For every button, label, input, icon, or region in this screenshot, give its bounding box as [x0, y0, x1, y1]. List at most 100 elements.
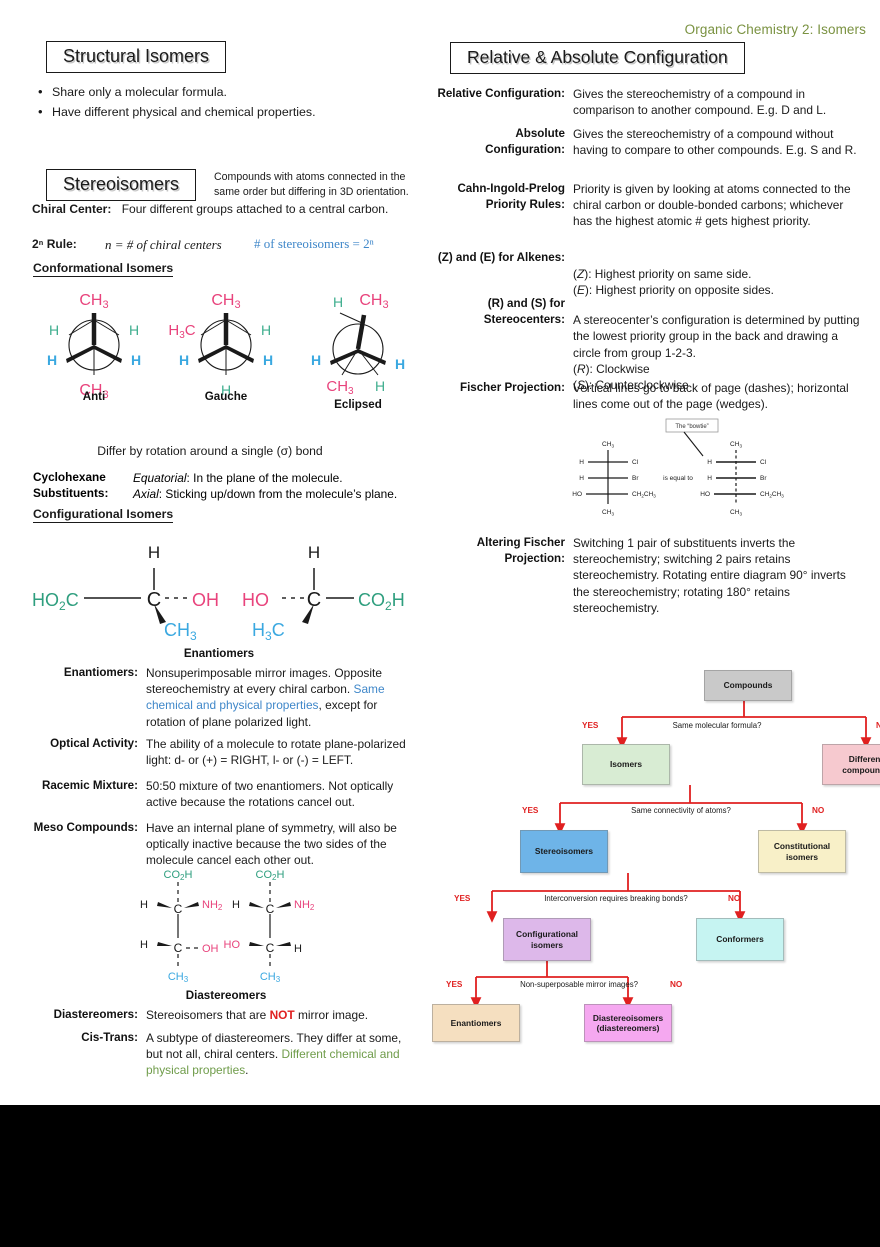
definition-absolute-configuration: Absolute Configuration: Gives the stereo… [435, 126, 875, 158]
definition-relative-configuration: Relative Configuration: Gives the stereo… [435, 86, 875, 118]
flowchart-question-3: Interconversion requires breaking bonds? [544, 894, 688, 903]
svg-text:CH3: CH3 [730, 509, 742, 517]
definition-r-s-stereocenters: (R) and (S) for Stereocenters: A stereoc… [435, 296, 875, 393]
flowchart-yes-3: YES [454, 894, 471, 903]
conformational-isomers-heading: Conformational Isomers [33, 261, 174, 277]
svg-text:H3C: H3C [168, 322, 195, 341]
newman-eclipsed: CH3 H H H CH3 H Eclipsed [294, 283, 422, 411]
list-item: Share only a molecular formula. [36, 84, 316, 99]
svg-text:Br: Br [760, 475, 767, 482]
definition-text: A subtype of diastereomers. They differ … [146, 1031, 402, 1078]
flowchart-node-conformers: Conformers [696, 918, 784, 961]
newman-projections-figure: CH3 CH3 H H H H Anti [22, 283, 422, 418]
definition-z-e-alkenes: (Z) and (E) for Alkenes: (Z): Highest pr… [435, 250, 875, 299]
svg-text:CH3: CH3 [164, 620, 197, 640]
svg-text:CH3: CH3 [260, 971, 281, 984]
enantiomers-figure-caption: Enantiomers [183, 647, 255, 660]
svg-text:C: C [147, 589, 161, 611]
two-n-rule-label: 2ⁿ Rule: [32, 237, 77, 251]
definition-term: Absolute Configuration: [485, 127, 565, 156]
svg-text:H: H [148, 543, 160, 562]
definition-term: Altering Fischer Projection: [476, 536, 565, 565]
definition-text: Gives the stereochemistry of a compound … [573, 87, 827, 118]
two-n-rule-text: n = # of chiral centers [105, 237, 222, 252]
newman-anti-bottom-label: CH3 [79, 382, 108, 401]
definition-text: The ability of a molecule to rotate plan… [146, 737, 406, 768]
newman-anti: CH3 CH3 H H H H Anti [30, 283, 158, 403]
flowchart-yes-1: YES [582, 721, 599, 730]
svg-text:H: H [179, 352, 189, 368]
svg-text:Br: Br [632, 475, 639, 482]
definition-cis-trans: Cis-Trans: A subtype of diastereomers. T… [18, 1030, 428, 1079]
definition-text: Priority is given by looking at atoms co… [573, 182, 851, 229]
newman-gauche-caption: Gauche [204, 390, 248, 403]
definition-text: 50:50 mixture of two enantiomers. Not op… [146, 779, 394, 810]
definition-enantiomers: Enantiomers: Nonsuperimposable mirror im… [18, 665, 428, 730]
definition-term: Cis-Trans: [81, 1031, 138, 1044]
svg-text:HO: HO [572, 491, 582, 498]
flowchart-node-diastereoisomers: Diastereoisomers (diastereomers) [584, 1004, 672, 1042]
svg-text:H: H [232, 899, 240, 911]
chiral-center-definition: Chiral Center: Four different groups att… [32, 202, 388, 216]
definition-text: Stereoisomers that are NOT mirror image. [146, 1008, 369, 1022]
fischer-projection-figure: The “bowtie” CH3 H Cl H Br HO CH2CH3 CH3… [566, 418, 796, 526]
diastereomers-figure-caption: Diastereomers [185, 989, 267, 1002]
enantiomers-figure: H C HO2C OH CH3 H C HO CO2H H3C Enantiom… [24, 528, 414, 660]
stereoisomers-note: Compounds with atoms connected in the sa… [214, 171, 409, 199]
svg-text:H: H [129, 322, 139, 338]
structural-isomers-heading: Structural Isomers [46, 41, 227, 73]
svg-text:C: C [266, 941, 275, 955]
svg-text:H: H [311, 352, 321, 368]
definition-term: Meso Compounds: [33, 821, 138, 834]
definition-diastereomers: Diastereomers: Stereoisomers that are NO… [18, 1007, 428, 1023]
svg-text:H: H [395, 356, 405, 372]
bowtie-callout-label: The “bowtie” [675, 424, 708, 430]
two-n-rule-term: 2ⁿ Rule: [32, 237, 77, 251]
definition-term: Fischer Projection: [459, 381, 565, 394]
flowchart-node-enantiomers: Enantiomers [432, 1004, 520, 1042]
definition-text: Switching 1 pair of substituents inverts… [573, 536, 846, 615]
cyclohexane-substituents-label: Cyclohexane Substituents: [33, 470, 109, 500]
svg-text:CH2CH3: CH2CH3 [632, 491, 656, 499]
svg-text:HO: HO [242, 590, 269, 610]
svg-text:C: C [174, 902, 183, 916]
svg-text:Cl: Cl [760, 459, 767, 466]
svg-text:H: H [333, 294, 343, 310]
svg-text:CO2H: CO2H [358, 590, 405, 613]
svg-text:C: C [307, 589, 321, 611]
svg-text:CH3: CH3 [730, 441, 742, 449]
svg-text:OH: OH [192, 590, 219, 610]
chiral-center-text: Four different groups attached to a cent… [121, 202, 389, 216]
definition-meso-compounds: Meso Compounds: Have an internal plane o… [18, 820, 428, 869]
definition-text: Have an internal plane of symmetry, will… [146, 821, 397, 868]
flowchart-question-1: Same molecular formula? [672, 721, 762, 730]
chiral-center-label: Chiral Center: [32, 202, 112, 216]
definition-term: Racemic Mixture: [41, 779, 138, 792]
svg-text:CH3: CH3 [326, 378, 354, 397]
definition-term: (R) and (S) for Stereocenters: [483, 297, 565, 326]
flowchart-yes-2: YES [522, 806, 539, 815]
svg-text:H: H [47, 352, 57, 368]
definition-term: Relative Configuration: [437, 87, 565, 100]
svg-text:CH3: CH3 [602, 441, 614, 449]
definition-text: Gives the stereochemistry of a compound … [573, 127, 857, 158]
rotation-note: Differ by rotation around a single (σ) b… [97, 444, 323, 458]
svg-text:CO2H: CO2H [256, 869, 285, 882]
definition-term: Enantiomers: [63, 666, 138, 679]
svg-text:H: H [308, 543, 320, 562]
svg-text:H3C: H3C [252, 620, 285, 640]
svg-text:OH: OH [202, 943, 219, 955]
svg-text:H: H [294, 943, 302, 955]
svg-text:CH3: CH3 [602, 509, 614, 517]
definition-term: Cahn-Ingold-Prelog Priority Rules: [457, 182, 565, 211]
isomer-classification-flowchart: Compounds Same molecular formula? YES NO… [432, 655, 880, 1055]
svg-text:NH2: NH2 [294, 899, 315, 912]
svg-text:H: H [131, 352, 141, 368]
definition-text: Nonsuperimposable mirror images. Opposit… [146, 666, 385, 729]
svg-text:H: H [707, 459, 712, 466]
axial-term: Axial [133, 487, 159, 502]
flowchart-node-constitutional-isomers: Constitutional isomers [758, 830, 846, 873]
svg-text:H: H [263, 352, 273, 368]
svg-text:H: H [221, 382, 231, 398]
definition-altering-fischer: Altering Fischer Projection: Switching 1… [435, 535, 875, 616]
